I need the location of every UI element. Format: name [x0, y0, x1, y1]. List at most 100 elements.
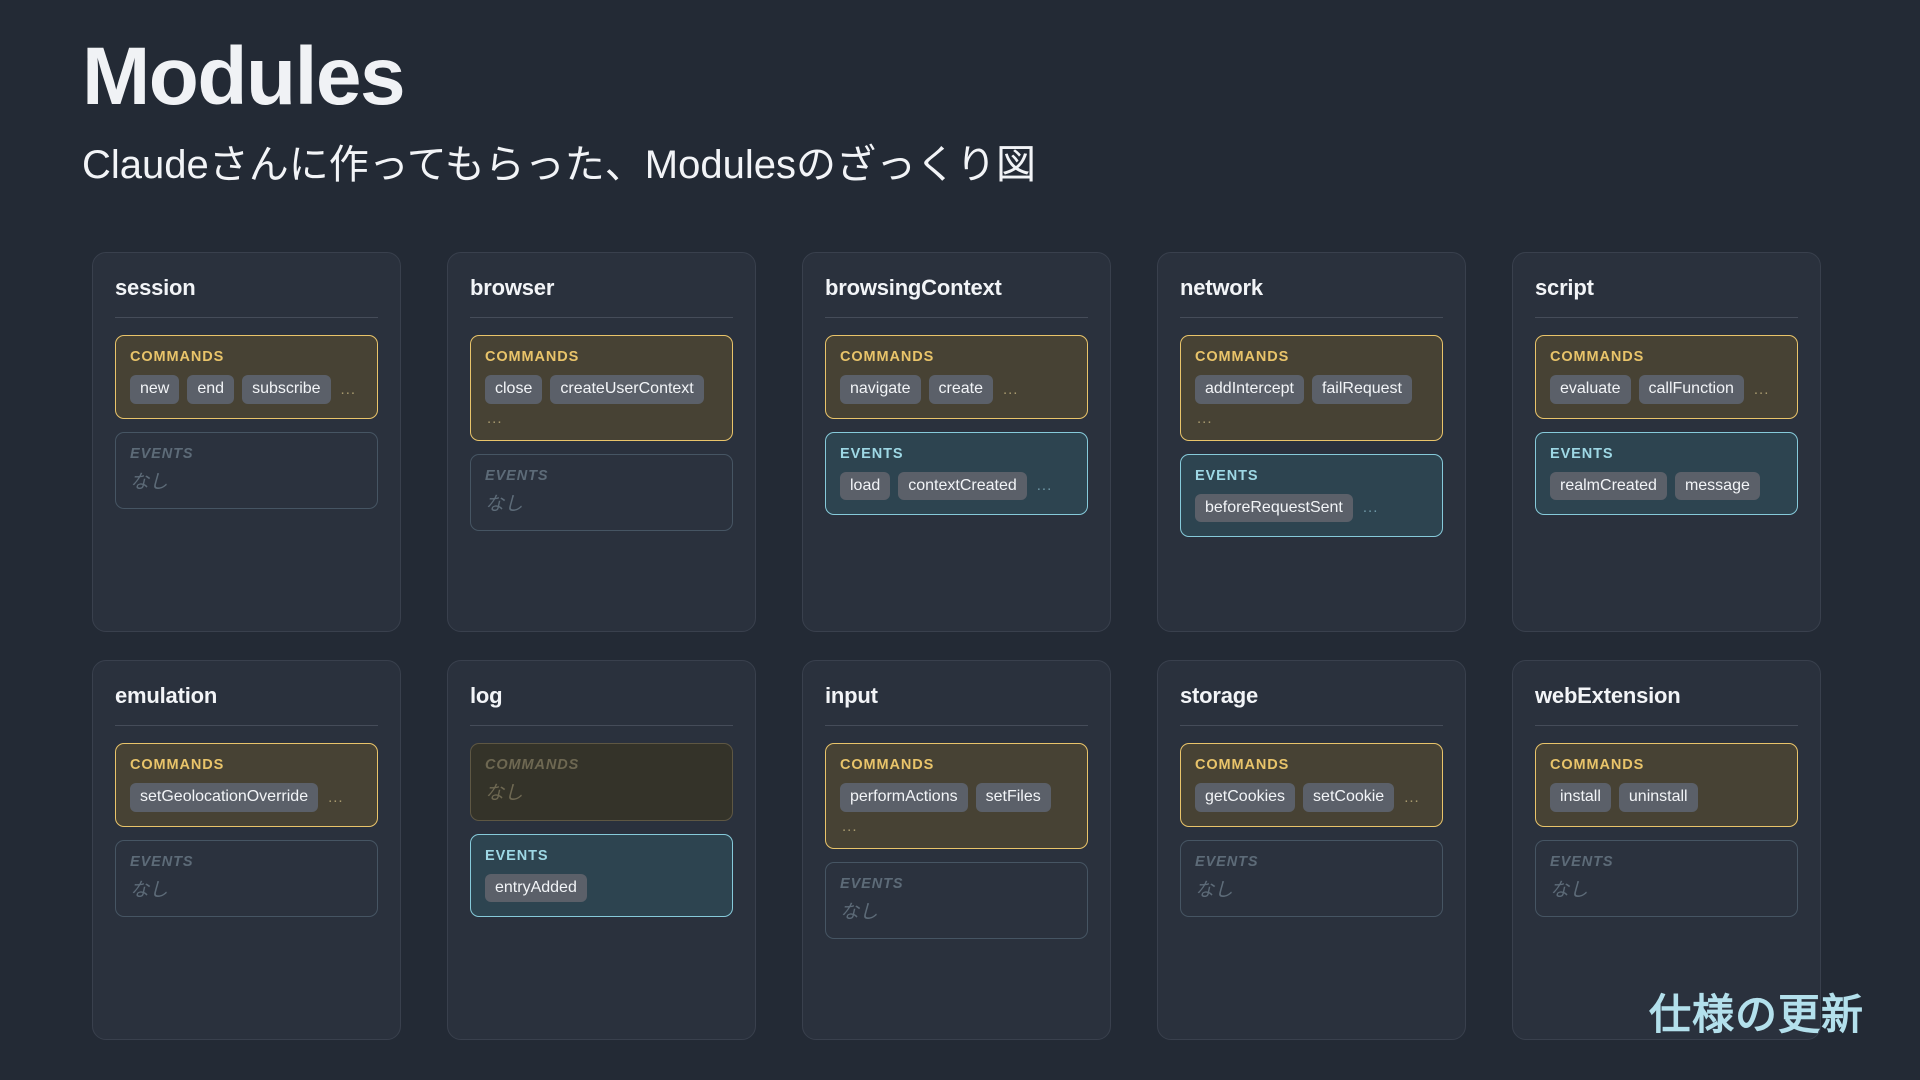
section-label: COMMANDS — [1195, 349, 1290, 365]
method-chip[interactable]: navigate — [840, 375, 921, 404]
method-chip[interactable]: setCookie — [1303, 783, 1395, 812]
method-chip[interactable]: create — [928, 375, 993, 404]
more-ellipsis: ... — [340, 380, 357, 398]
section-label: COMMANDS — [1195, 757, 1290, 773]
chip-list: setGeolocationOverride... — [130, 783, 363, 812]
card-divider — [115, 317, 378, 318]
page-header: Modules Claudeさんに作ってもらった、Modulesのざっくり図 — [82, 36, 1036, 188]
method-chip[interactable]: subscribe — [242, 375, 331, 404]
more-ellipsis: ... — [328, 788, 344, 806]
more-ellipsis: ... — [1362, 499, 1379, 517]
method-chip[interactable]: message — [1674, 471, 1760, 501]
method-chip[interactable]: entryAdded — [485, 873, 587, 903]
card-divider — [115, 725, 378, 726]
section-label: COMMANDS — [840, 757, 935, 773]
method-chip[interactable]: contextCreated — [898, 471, 1027, 501]
section-label: EVENTS — [485, 847, 549, 864]
method-chip[interactable]: end — [187, 375, 235, 404]
method-chip[interactable]: load — [840, 471, 891, 501]
method-chip[interactable]: setGeolocationOverride — [130, 783, 319, 812]
chip-list: entryAdded — [485, 873, 718, 903]
section-label: EVENTS — [840, 445, 904, 462]
module-name: session — [115, 275, 196, 300]
method-chip[interactable]: createUserContext — [550, 375, 704, 404]
card-divider — [1180, 317, 1443, 318]
module-name: browsingContext — [825, 275, 1002, 300]
section-label: EVENTS — [1195, 467, 1259, 484]
section-label: EVENTS — [485, 467, 549, 484]
module-name: browser — [470, 275, 555, 300]
module-name: webExtension — [1535, 683, 1681, 708]
section-label: COMMANDS — [485, 757, 580, 773]
section-label: COMMANDS — [130, 757, 225, 773]
card-divider — [470, 725, 733, 726]
section-empty-text: なし — [485, 493, 524, 515]
section-label: COMMANDS — [1550, 757, 1645, 773]
watermark-label: 仕様の更新 — [1648, 991, 1864, 1038]
card-divider — [1180, 725, 1443, 726]
section-label: EVENTS — [840, 875, 904, 892]
section-empty-text: なし — [1550, 879, 1589, 901]
method-chip[interactable]: evaluate — [1550, 375, 1631, 404]
module-events-section: EVENTS entryAdded — [470, 833, 733, 918]
module-name: storage — [1180, 683, 1259, 708]
method-chip[interactable]: addIntercept — [1195, 375, 1304, 404]
method-chip[interactable]: realmCreated — [1550, 471, 1667, 501]
card-divider — [825, 317, 1088, 318]
method-chip[interactable]: failRequest — [1311, 375, 1412, 404]
method-chip[interactable]: beforeRequestSent — [1195, 493, 1353, 523]
chip-list: beforeRequestSent... — [1195, 493, 1428, 523]
more-ellipsis: ... — [1002, 380, 1019, 398]
module-commands-section: COMMANDS setGeolocationOverride... — [115, 743, 378, 827]
module-events-section: EVENTS なし — [1535, 839, 1798, 918]
method-chip[interactable]: getCookies — [1195, 783, 1296, 812]
card-divider — [1535, 725, 1798, 726]
section-label: EVENTS — [1550, 853, 1614, 870]
section-empty-text: なし — [840, 901, 879, 923]
card-divider — [825, 725, 1088, 726]
section-label: EVENTS — [1550, 445, 1614, 462]
module-events-section: EVENTS なし — [825, 861, 1088, 940]
method-chip[interactable]: callFunction — [1638, 375, 1744, 404]
section-label: EVENTS — [1195, 853, 1259, 870]
module-name: log — [470, 683, 503, 708]
module-events-section: EVENTS beforeRequestSent... — [1180, 453, 1443, 538]
method-chip[interactable]: close — [485, 375, 543, 404]
method-chip[interactable]: uninstall — [1618, 783, 1698, 812]
method-chip[interactable]: install — [1550, 783, 1611, 812]
method-chip[interactable]: performActions — [840, 783, 968, 812]
more-ellipsis: ... — [1197, 409, 1213, 427]
more-ellipsis: ... — [487, 409, 503, 427]
method-chip[interactable]: setFiles — [975, 783, 1051, 812]
card-divider — [1535, 317, 1798, 318]
method-chip[interactable]: new — [130, 375, 180, 404]
